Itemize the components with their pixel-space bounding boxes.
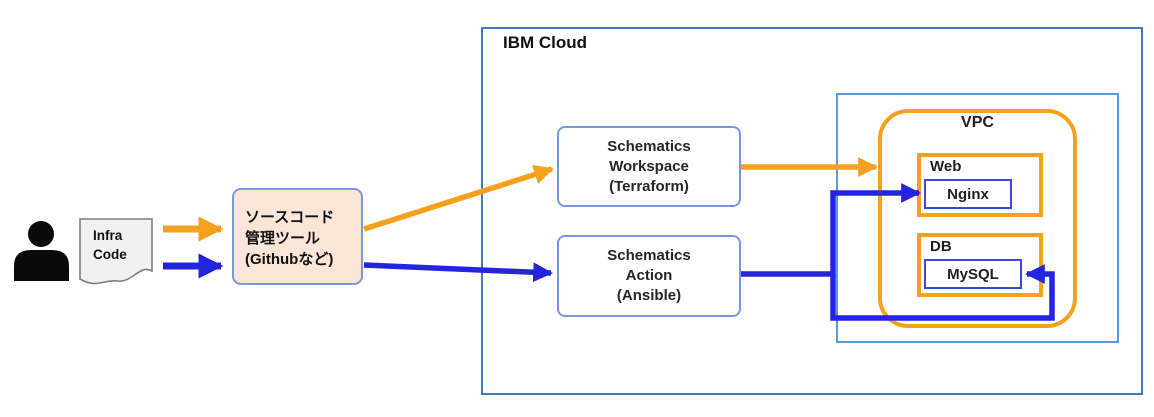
action-line: (Ansible) (616, 287, 682, 304)
web-title: Web (930, 158, 962, 175)
nginx-label: Nginx (947, 185, 989, 203)
mysql-label: MySQL (947, 265, 999, 283)
person-icon (14, 221, 69, 281)
action-line: Schematics (607, 247, 691, 264)
infra-code-label: Infra Code (93, 226, 127, 264)
vpc-title: VPC (961, 114, 994, 131)
schematics-workspace-box: Schematics Workspace (Terraform) (557, 126, 741, 207)
infra-code-line: Infra (93, 228, 123, 243)
source-tool-line: 管理ツール (245, 230, 321, 247)
workspace-line: (Terraform) (609, 177, 689, 195)
schematics-action-box: Schematics Action (Ansible) (557, 235, 741, 317)
action-line: Action (625, 267, 673, 284)
ibm-cloud-title: IBM Cloud (503, 33, 588, 52)
source-tool-line: (Githubなど) (245, 251, 334, 268)
source-tool-box: ソースコード 管理ツール (Githubなど) (232, 188, 363, 285)
mysql-box: MySQL (924, 259, 1022, 289)
workspace-line: Schematics (607, 137, 691, 155)
nginx-box: Nginx (924, 179, 1012, 209)
db-title: DB (930, 238, 952, 255)
source-tool-line: ソースコード (245, 209, 335, 226)
workspace-line: Workspace (609, 157, 689, 175)
infra-code-line: Code (93, 247, 127, 262)
